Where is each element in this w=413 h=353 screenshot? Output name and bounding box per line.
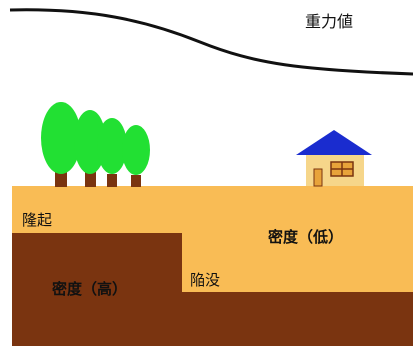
house-roof <box>296 130 372 155</box>
gravity-value-label: 重力値 <box>305 12 354 31</box>
uplift-label: 隆起 <box>22 211 53 229</box>
gravity-curve <box>9 8 413 76</box>
high-density-label: 密度（高） <box>52 280 128 298</box>
high-density-basement-block <box>12 233 413 346</box>
house-icon <box>296 130 372 187</box>
tree-crown <box>74 110 106 174</box>
tree-icon <box>41 102 150 187</box>
house-door <box>313 168 323 187</box>
low-density-label: 密度（低） <box>268 228 344 246</box>
subsidence-label: 陥没 <box>190 271 221 289</box>
tree-trunk <box>55 170 67 187</box>
tree-trunk <box>107 174 117 187</box>
tree-crown <box>122 125 150 175</box>
tree-crown <box>41 102 81 174</box>
tree-crown <box>97 118 127 174</box>
tree-trunk <box>85 172 96 187</box>
tree-trunk <box>131 175 141 187</box>
